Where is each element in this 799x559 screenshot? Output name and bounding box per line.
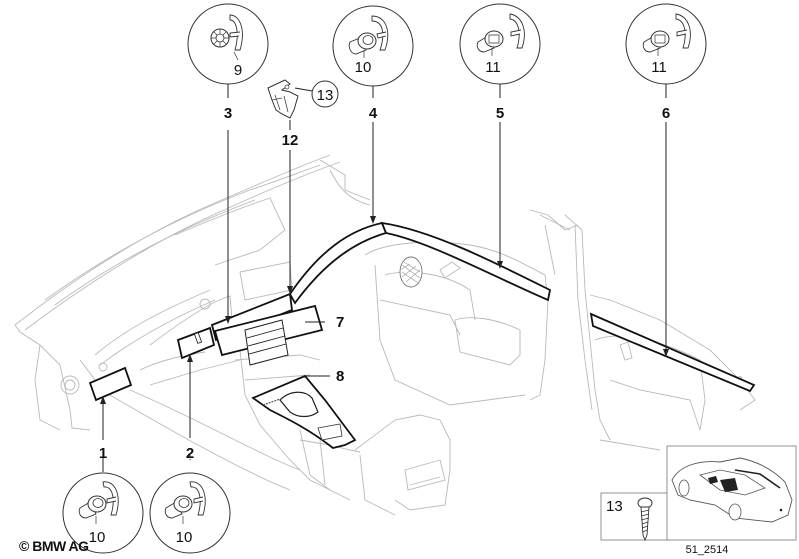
callout-3: 3 xyxy=(224,105,232,122)
bracket-12[interactable] xyxy=(267,79,299,119)
clip-icon xyxy=(476,30,504,53)
detail-circle-10-left[interactable]: 10 xyxy=(62,472,144,554)
trim-strip-2-switch xyxy=(193,332,203,344)
detail-circle-11-b[interactable]: 11 xyxy=(625,3,707,85)
trim-strip-2[interactable] xyxy=(176,326,216,360)
clip-icon xyxy=(642,30,670,53)
trim-strip-1[interactable] xyxy=(88,366,133,402)
callout-4: 4 xyxy=(369,105,378,122)
detail-circle-10-right[interactable]: 10 xyxy=(149,472,231,554)
trim-profile-icon xyxy=(371,15,389,51)
trim-profile-icon xyxy=(189,481,206,516)
callout-6: 6 xyxy=(662,105,670,122)
screw-icon xyxy=(637,497,653,542)
detail-part-13-ref: 13 xyxy=(317,87,334,104)
detail-part-10-right: 10 xyxy=(176,529,193,546)
front-door-outline xyxy=(364,209,579,406)
trim-profile-icon xyxy=(509,13,525,49)
detail-part-11-b: 11 xyxy=(651,59,667,76)
leader-lines xyxy=(100,84,669,472)
callout-8: 8 xyxy=(336,368,344,385)
callout-2: 2 xyxy=(186,445,194,462)
detail-part-9: 9 xyxy=(234,62,242,79)
detail-circle-9[interactable]: 9 xyxy=(187,3,269,85)
trim-panel-7[interactable] xyxy=(213,304,324,366)
detail-part-10-left: 10 xyxy=(89,529,106,546)
rear-door-outline xyxy=(539,214,756,451)
trim-strip-6[interactable] xyxy=(589,312,756,393)
callout-1: 1 xyxy=(99,445,107,462)
clip-icon xyxy=(78,495,107,519)
copyright-label: © BMW AG xyxy=(19,538,89,554)
trim-panel-8[interactable] xyxy=(251,374,357,449)
trim-profile-icon xyxy=(102,481,119,516)
screw-13-box[interactable]: 13 xyxy=(600,492,670,542)
callout-7: 7 xyxy=(336,314,344,331)
trim-strip-5[interactable] xyxy=(380,221,552,302)
clip-icon xyxy=(164,495,193,519)
detail-circle-11-a[interactable]: 11 xyxy=(459,3,541,85)
trim-profile-icon xyxy=(675,13,691,49)
callout-5: 5 xyxy=(496,105,504,122)
spring-nut-icon xyxy=(210,28,230,48)
drawing-number: 51_2514 xyxy=(686,544,729,556)
speaker-grille xyxy=(399,256,423,288)
screw-part-number: 13 xyxy=(606,498,623,515)
trim-strip-4[interactable] xyxy=(288,221,388,305)
clip-icon xyxy=(348,32,377,55)
trim-profile-icon xyxy=(229,14,243,51)
vehicle-thumbnail xyxy=(666,445,797,541)
detail-part-10-top: 10 xyxy=(355,59,372,76)
detail-circle-13-small[interactable]: 13 xyxy=(311,80,339,108)
detail-part-11-a: 11 xyxy=(485,59,501,76)
detail-circle-10-top[interactable]: 10 xyxy=(332,5,414,87)
callout-12: 12 xyxy=(282,132,299,149)
